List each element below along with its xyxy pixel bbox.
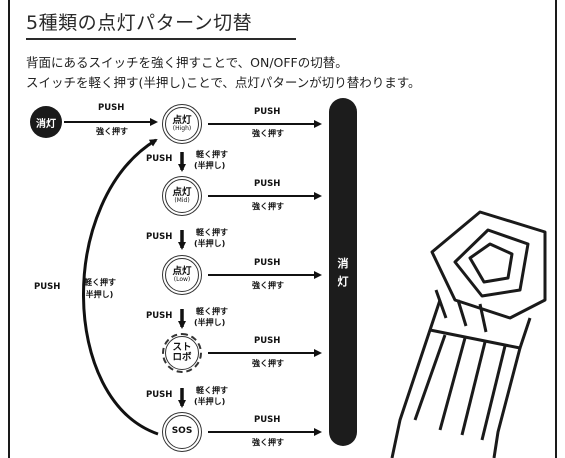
push-label-mid-to-low: PUSH: [146, 232, 173, 242]
half-press-label-mid-to-low: (半押し): [194, 239, 226, 248]
description-line-2: スイッチを軽く押す(半押し)ことで、点灯パターンが切り替わります。: [26, 75, 421, 90]
push-label-off-to-high: PUSH: [98, 103, 125, 113]
strong-press-label-low: 強く押す: [252, 281, 284, 290]
mode-low-name: 点灯: [172, 265, 192, 277]
light-press-label-high-to-mid: 軽く押す: [196, 150, 228, 159]
push-label-low-to-strobe: PUSH: [146, 311, 173, 321]
mode-mid-name: 点灯: [172, 186, 192, 198]
off-state-bar-label: 消 灯: [336, 255, 350, 291]
push-label-strobe-to-sos: PUSH: [146, 390, 173, 400]
mode-node-mid: 点灯 (Mid): [162, 176, 202, 216]
mode-node-low: 点灯 (Low): [162, 255, 202, 295]
push-label-low: PUSH: [254, 258, 281, 268]
page-title: 5種類の点灯パターン切替: [26, 12, 253, 34]
mode-strobe-sub: ロボ: [172, 352, 192, 363]
strong-press-label-mid: 強く押す: [252, 202, 284, 211]
off-state-node: 消灯: [30, 106, 62, 138]
description-line-1: 背面にあるスイッチを強く押すことで、ON/OFFの切替。: [26, 55, 348, 70]
mode-low-sub: (Low): [173, 275, 191, 283]
push-label-return: PUSH: [34, 282, 61, 292]
push-label-sos: PUSH: [254, 415, 281, 425]
half-press-label-return: (半押し): [82, 290, 114, 299]
mode-node-strobe: スト ロボ: [162, 333, 202, 373]
flashlight-illustration: [390, 210, 547, 458]
push-label-high: PUSH: [254, 107, 281, 117]
mode-mid-sub: (Mid): [174, 196, 190, 204]
mode-node-high: 点灯 (High): [162, 104, 202, 144]
strong-press-label-high: 強く押す: [252, 129, 284, 138]
arrow-sos-return-to-high: [82, 138, 159, 436]
off-bar-char-2: 灯: [337, 275, 349, 288]
mode-sos-name: SOS: [171, 426, 193, 437]
half-press-label-low-to-strobe: (半押し): [194, 318, 226, 327]
half-press-label-high-to-mid: (半押し): [194, 161, 226, 170]
push-label-strobe: PUSH: [254, 336, 281, 346]
mode-strobe-name: スト: [172, 342, 192, 354]
light-press-label-mid-to-low: 軽く押す: [196, 228, 228, 237]
mode-node-sos: SOS: [162, 412, 202, 452]
light-press-label-strobe-to-sos: 軽く押す: [196, 386, 228, 395]
off-bar-char-1: 消: [337, 257, 349, 270]
mode-high-sub: (High): [172, 124, 192, 132]
strong-press-label-sos: 強く押す: [252, 438, 284, 447]
mode-high-name: 点灯: [172, 114, 192, 126]
strong-press-label-off-to-high: 強く押す: [96, 127, 128, 136]
half-press-label-strobe-to-sos: (半押し): [194, 397, 226, 406]
title-underline: [26, 38, 296, 40]
off-state-bar: [329, 98, 357, 446]
page-frame: [8, 0, 557, 458]
off-state-label: 消灯: [36, 118, 56, 130]
push-label-mid: PUSH: [254, 179, 281, 189]
strong-press-label-strobe: 強く押す: [252, 359, 284, 368]
light-press-label-return: 軽く押す: [84, 278, 116, 287]
light-press-label-low-to-strobe: 軽く押す: [196, 307, 228, 316]
push-label-high-to-mid: PUSH: [146, 154, 173, 164]
